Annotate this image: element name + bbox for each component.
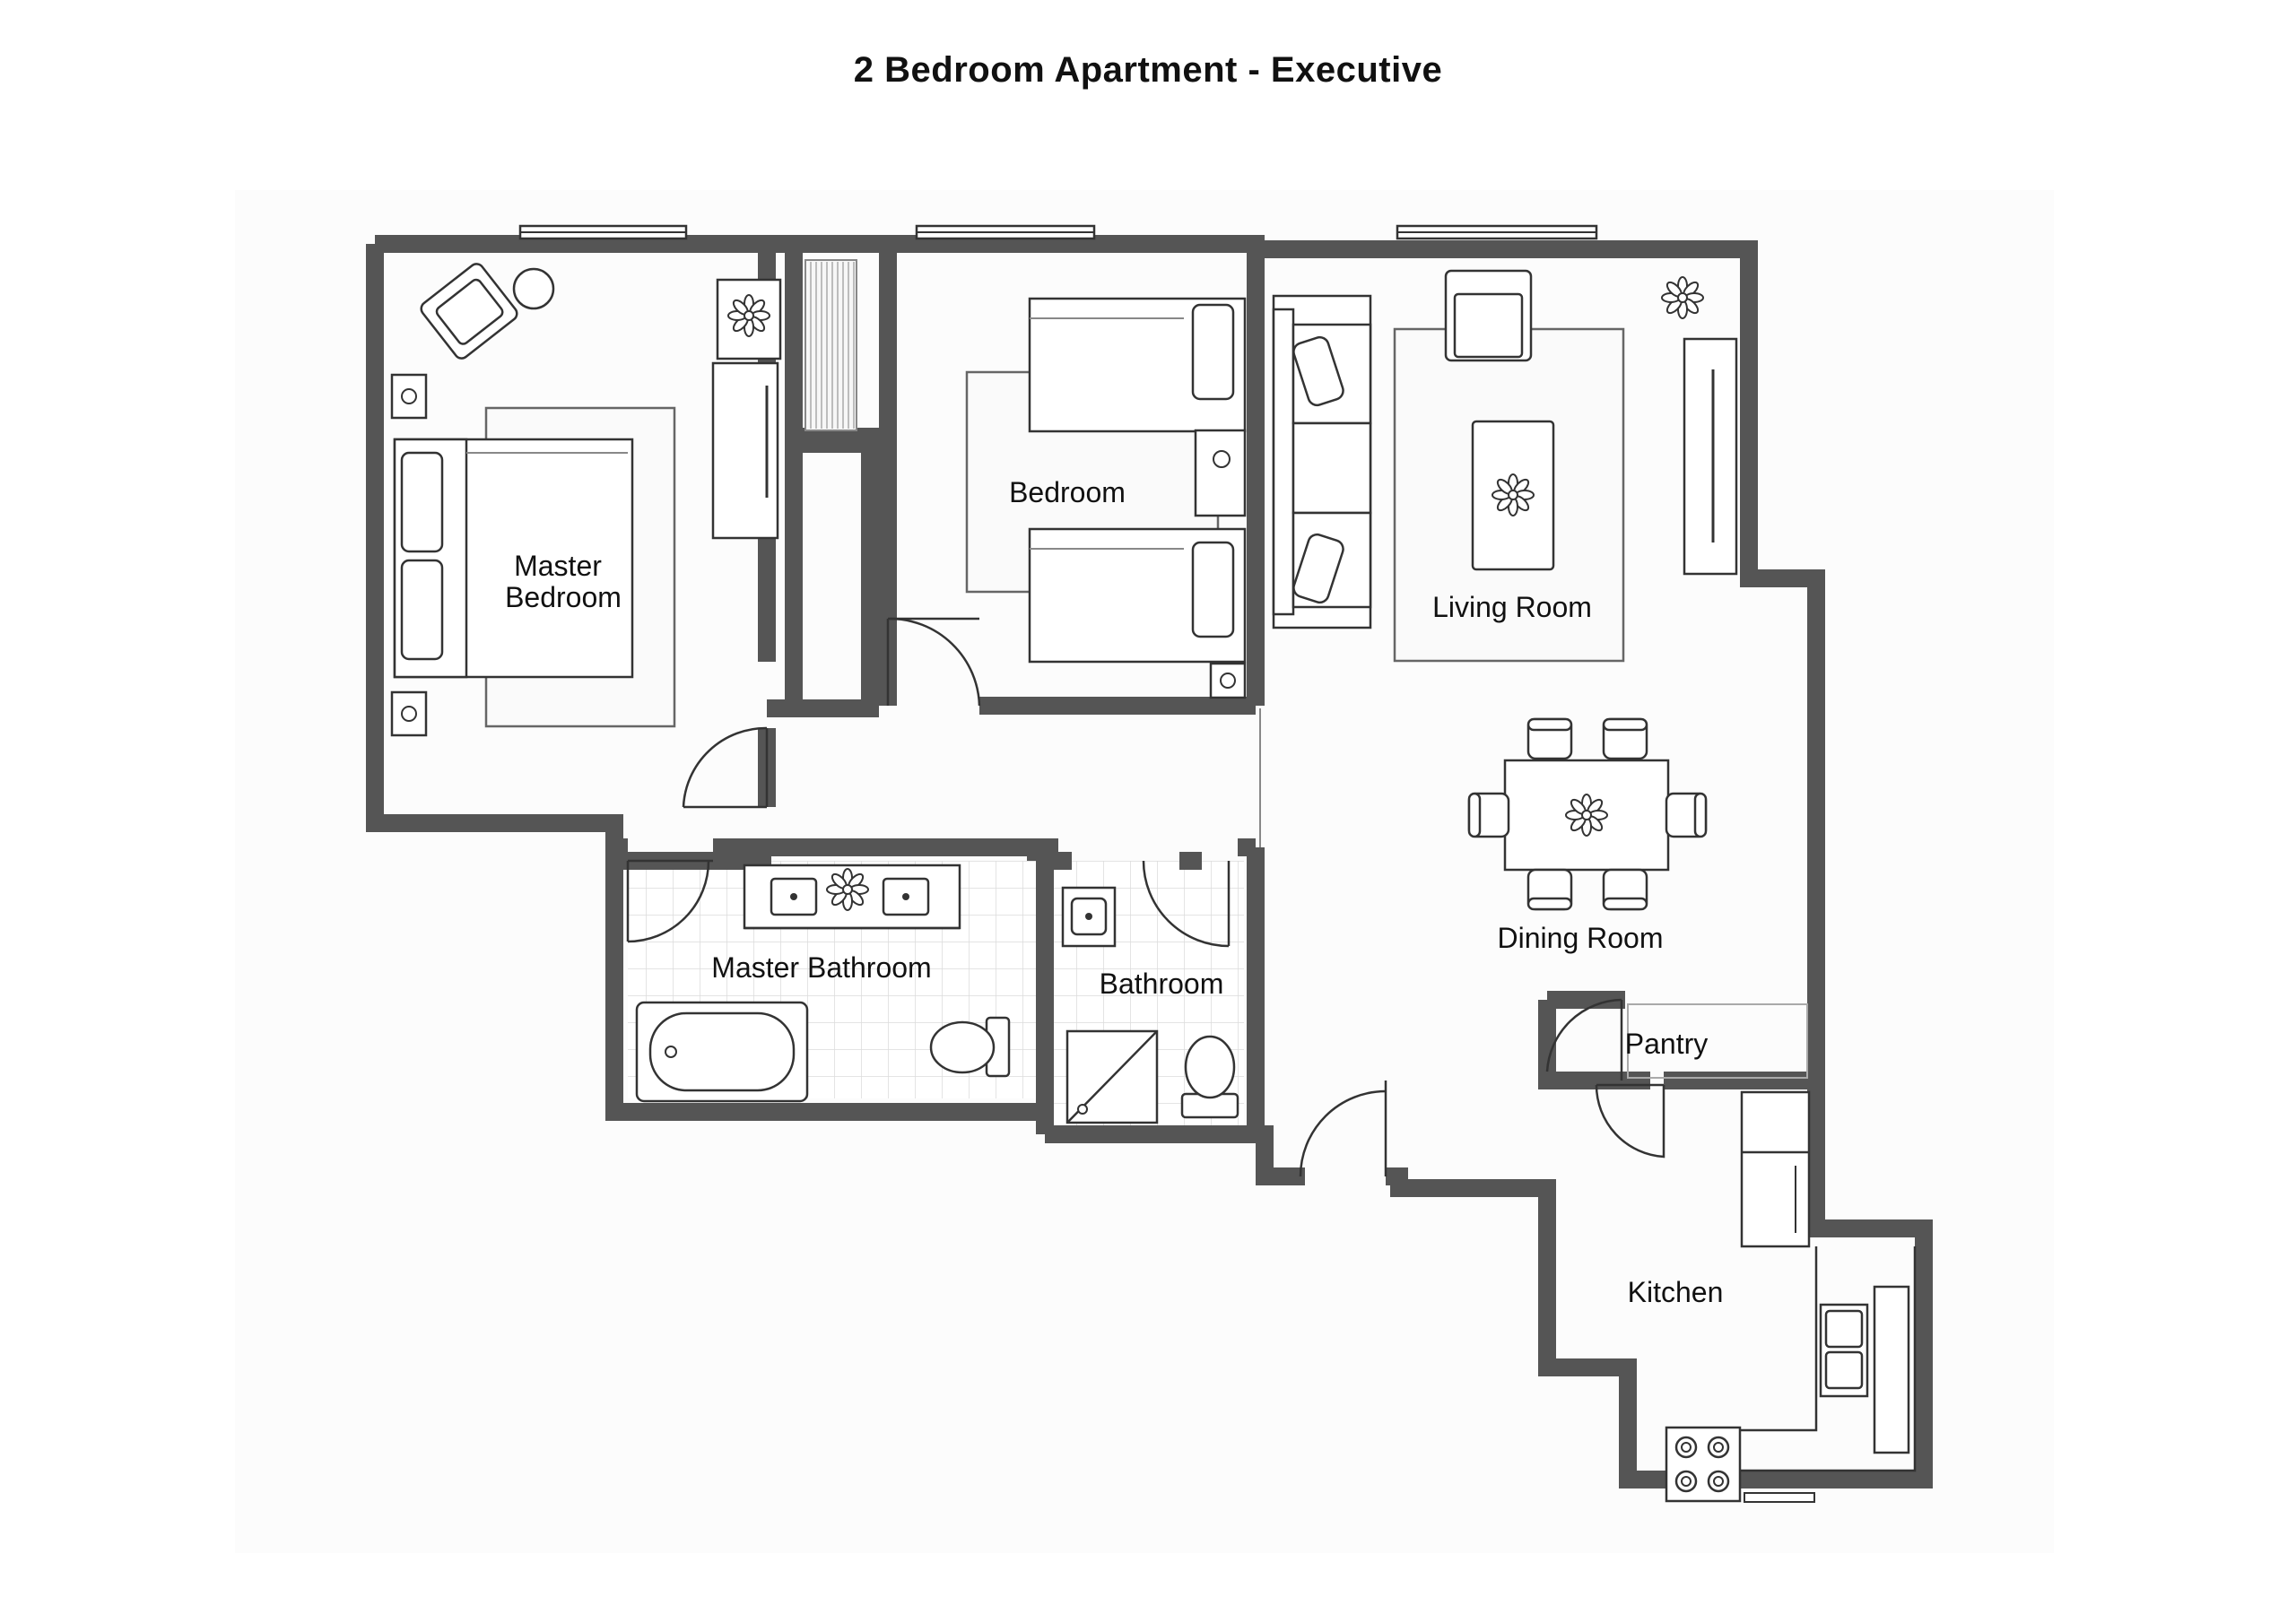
wardrobe-icon: [711, 361, 779, 540]
bathtub-icon: [635, 1001, 809, 1103]
stove-icon: [1665, 1426, 1742, 1503]
chair-icon: [1665, 792, 1708, 838]
armchair-icon: [1444, 269, 1533, 362]
label-bedroom: Bedroom: [1009, 476, 1126, 508]
chair-icon: [1526, 868, 1573, 911]
window-icon: [915, 224, 1096, 240]
label-master-bedroom: Master: [514, 550, 602, 582]
nightstand-icon: [390, 373, 428, 420]
label-master-bathroom: Master Bathroom: [711, 951, 931, 984]
door-icon: [1142, 860, 1231, 948]
label-pantry: Pantry: [1625, 1028, 1708, 1060]
sink-icon: [1061, 886, 1117, 948]
label-kitchen: Kitchen: [1628, 1276, 1724, 1308]
wardrobe-icon: [1683, 337, 1738, 576]
door-icon: [626, 859, 713, 943]
window-icon: [518, 224, 688, 240]
door-icon: [1595, 1083, 1665, 1159]
toilet-icon: [929, 1016, 1011, 1078]
toilet-icon: [1180, 1035, 1239, 1119]
chair-icon: [1602, 717, 1648, 760]
label-master-bedroom: Bedroom: [505, 581, 622, 613]
nightstand-icon: [1194, 429, 1247, 517]
side-table: [512, 267, 555, 310]
nightstand-icon: [1209, 662, 1247, 699]
sofa-icon: [1272, 294, 1372, 629]
label-bathroom: Bathroom: [1100, 968, 1224, 1000]
plan-title: 2 Bedroom Apartment - Executive: [853, 50, 1443, 90]
door-icon: [1545, 998, 1623, 1081]
pantry-shelf: [1627, 1003, 1808, 1079]
bed-icon: [1028, 297, 1247, 433]
dishwasher: [1873, 1285, 1910, 1454]
kitchen-counter: [1666, 1090, 1917, 1472]
closet-shelves: [804, 259, 857, 431]
window-icon: [1396, 224, 1598, 240]
nightstand-icon: [390, 690, 428, 737]
plant-icon: [1661, 276, 1704, 319]
label-dining-room: Dining Room: [1498, 922, 1664, 954]
shower-icon: [1065, 1029, 1159, 1124]
chair-icon: [1602, 868, 1648, 911]
chair-icon: [1467, 792, 1510, 838]
door-icon: [886, 617, 981, 707]
table-icon: [1471, 420, 1555, 571]
label-living-room: Living Room: [1432, 591, 1592, 623]
sink-icon: [1819, 1303, 1869, 1398]
door-icon: [1299, 1081, 1387, 1177]
window-icon: [1744, 1492, 1815, 1503]
chair-icon: [1526, 717, 1573, 760]
door-icon: [682, 726, 769, 809]
plant-icon: [716, 278, 782, 360]
vanity: [743, 864, 961, 930]
table-icon: [1503, 759, 1670, 872]
armchair-icon: [420, 263, 518, 360]
bed-icon: [393, 438, 634, 679]
bed-icon: [1028, 527, 1247, 664]
